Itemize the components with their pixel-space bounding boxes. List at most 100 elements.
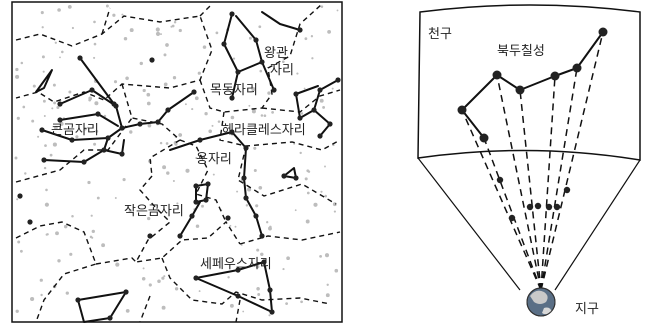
background-star: [173, 76, 176, 79]
sphere-star: [573, 64, 582, 73]
star: [41, 157, 46, 162]
background-star: [235, 226, 237, 228]
star: [259, 233, 264, 238]
background-star: [311, 57, 313, 59]
background-star: [333, 202, 337, 206]
star: [193, 199, 198, 204]
star: [297, 27, 302, 32]
background-star: [114, 80, 117, 83]
star: [57, 101, 62, 106]
star: [149, 57, 154, 62]
background-star: [311, 35, 313, 37]
star: [243, 195, 248, 200]
star: [165, 107, 170, 112]
background-star: [130, 28, 134, 32]
background-star: [306, 220, 310, 224]
star: [177, 233, 182, 238]
background-star: [166, 142, 169, 145]
label-little-dipper: 작은곰자리: [124, 204, 184, 219]
star: [39, 127, 44, 132]
background-star: [282, 268, 284, 270]
background-star: [129, 130, 132, 133]
background-star: [242, 311, 244, 313]
background-star: [87, 181, 90, 184]
background-star: [22, 106, 25, 109]
background-star: [59, 57, 61, 59]
background-star: [33, 85, 36, 88]
background-star: [300, 300, 303, 303]
background-star: [266, 221, 268, 223]
background-star: [174, 21, 176, 23]
background-star: [124, 37, 127, 40]
star: [81, 159, 86, 164]
background-star: [146, 93, 150, 97]
background-star: [321, 5, 324, 8]
background-star: [20, 250, 23, 253]
background-star: [260, 253, 263, 256]
background-star: [31, 120, 34, 123]
earth: [527, 288, 555, 316]
background-star: [53, 101, 56, 104]
sphere-star: [516, 86, 525, 95]
star: [235, 293, 240, 298]
background-star: [164, 53, 167, 56]
background-star: [17, 241, 20, 244]
background-star: [15, 75, 19, 79]
background-star: [143, 267, 145, 269]
star: [27, 219, 32, 224]
background-star: [115, 263, 119, 267]
background-star: [91, 215, 93, 217]
background-star: [24, 172, 26, 174]
background-star: [46, 233, 48, 235]
background-star: [196, 224, 199, 227]
background-star: [334, 211, 336, 213]
background-star: [112, 14, 115, 17]
star: [253, 213, 258, 218]
background-star: [97, 197, 100, 200]
background-star: [231, 116, 235, 120]
background-star: [301, 112, 303, 114]
background-star: [149, 283, 152, 286]
background-star: [164, 83, 168, 87]
background-star: [51, 107, 53, 109]
star: [95, 111, 100, 116]
actual-star: [497, 177, 503, 183]
background-star: [140, 62, 143, 65]
star: [193, 183, 198, 188]
star: [107, 315, 112, 320]
background-star: [173, 180, 175, 182]
background-star: [88, 99, 91, 102]
label-cepheus: 세페우스자리: [200, 257, 272, 272]
star: [69, 137, 74, 142]
background-star: [115, 197, 117, 199]
background-star: [229, 225, 231, 227]
background-star: [53, 143, 57, 147]
background-star: [248, 105, 250, 107]
star: [267, 287, 272, 292]
star: [317, 87, 322, 92]
background-star: [44, 167, 46, 169]
background-star: [327, 284, 329, 286]
background-star: [258, 186, 262, 190]
background-star: [15, 68, 18, 71]
background-star: [305, 37, 308, 40]
star: [123, 289, 128, 294]
background-star: [45, 203, 49, 207]
star: [119, 151, 124, 156]
earth-label: 지구: [575, 302, 599, 317]
background-star: [267, 91, 270, 94]
background-star: [249, 37, 252, 40]
background-star: [21, 62, 24, 65]
background-star: [166, 171, 169, 174]
background-star: [256, 287, 260, 291]
background-star: [179, 29, 182, 32]
background-star: [50, 154, 53, 157]
background-star: [41, 11, 44, 14]
background-star: [253, 147, 256, 150]
star: [75, 297, 80, 302]
background-star: [68, 5, 72, 9]
background-star: [286, 256, 290, 260]
background-star: [55, 231, 59, 235]
background-star: [64, 225, 67, 228]
actual-star: [527, 204, 533, 210]
